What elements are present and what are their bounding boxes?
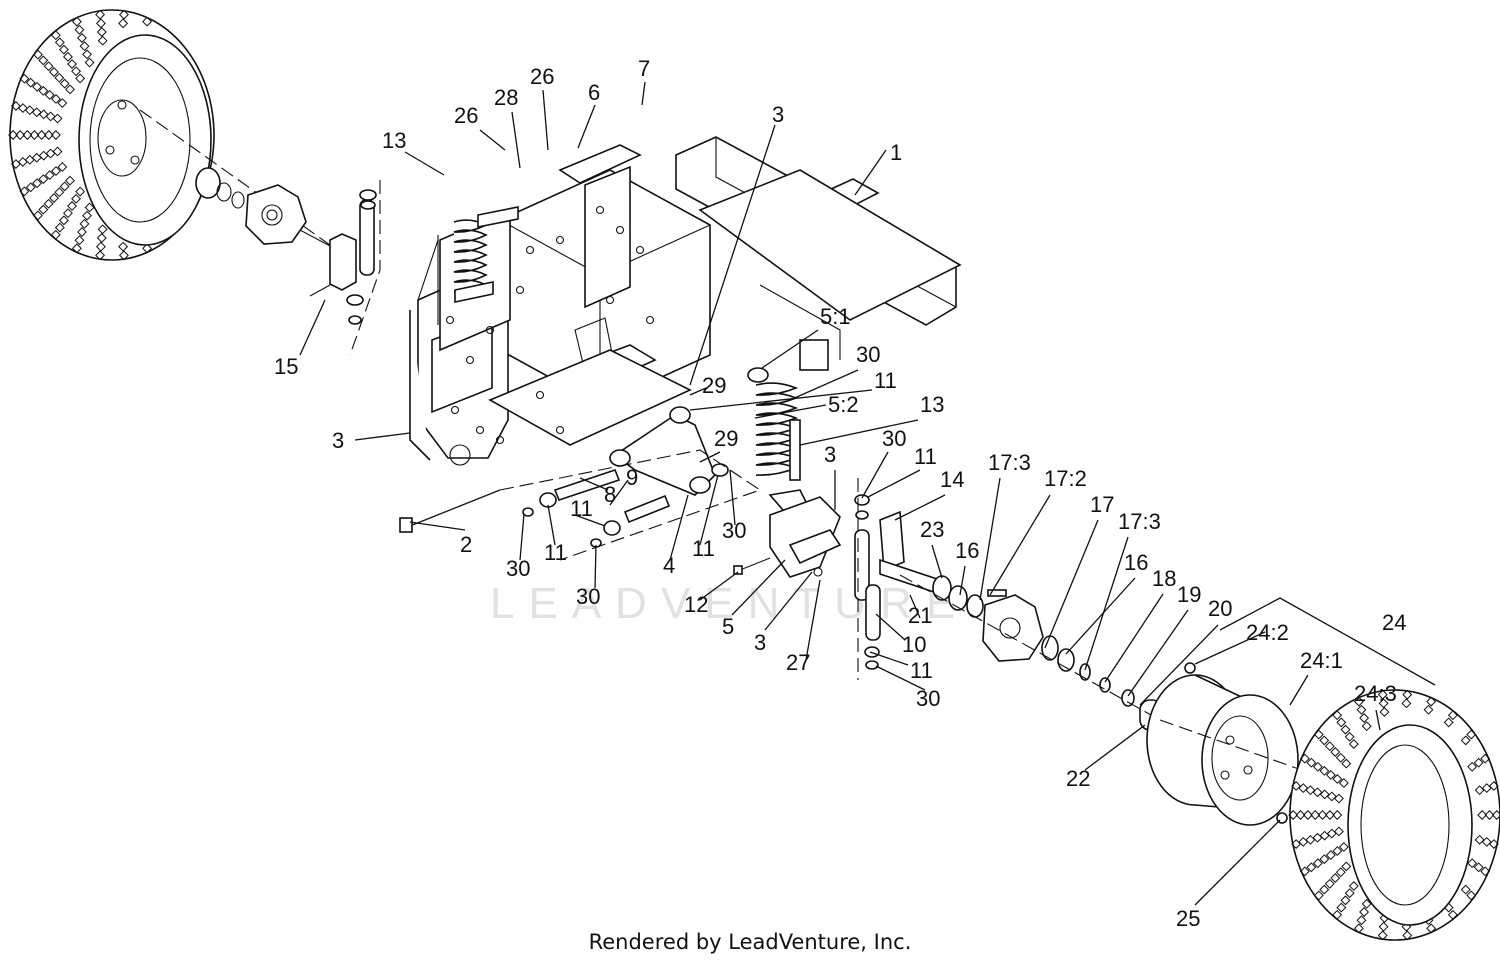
callout-5-1: 5:1 (820, 304, 851, 329)
callout-26: 26 (454, 103, 478, 128)
callout-27: 27 (786, 650, 810, 675)
left-tire (8, 9, 215, 261)
callout-13: 13 (382, 128, 406, 153)
callout-3: 3 (754, 630, 766, 655)
callout-3: 3 (824, 442, 836, 467)
callout-18: 18 (1152, 566, 1176, 591)
rendered-by-credit: Rendered by LeadVenture, Inc. (588, 930, 912, 954)
callout-24-2: 24:2 (1246, 620, 1289, 645)
callout-6: 6 (588, 80, 600, 105)
callout-24-3: 24:3 (1354, 681, 1397, 706)
callout-8: 8 (604, 482, 616, 507)
callout-28: 28 (494, 85, 518, 110)
right-knuckle (733, 478, 941, 680)
callout-13: 13 (920, 392, 944, 417)
callout-30: 30 (722, 518, 746, 543)
callout-2: 2 (460, 532, 472, 557)
callout-30: 30 (856, 342, 880, 367)
callout-17: 17 (1090, 492, 1114, 517)
callout-24-1: 24:1 (1300, 648, 1343, 673)
callout-26: 26 (530, 64, 554, 89)
kit-bracket-24 (1219, 597, 1436, 686)
left-spring (453, 206, 519, 303)
leader-lines (299, 81, 1381, 906)
callout-11: 11 (914, 444, 937, 469)
callouts: 1 2 3 3 3 3 4 5 5:1 5:2 6 7 8 9 10 11 11… (274, 56, 1406, 931)
callout-17-3: 17:3 (1118, 509, 1161, 534)
callout-7: 7 (638, 56, 650, 81)
callout-30: 30 (882, 426, 906, 451)
callout-23: 23 (920, 517, 944, 542)
callout-29: 29 (702, 373, 726, 398)
callout-30: 30 (506, 556, 530, 581)
callout-24: 24 (1382, 610, 1406, 635)
right-tire (1288, 689, 1500, 941)
callout-17-3: 17:3 (988, 450, 1031, 475)
callout-3: 3 (332, 428, 344, 453)
callout-25: 25 (1176, 906, 1200, 931)
callout-16: 16 (955, 538, 979, 563)
callout-15: 15 (274, 354, 298, 379)
callout-5: 5 (722, 614, 734, 639)
callout-5-2: 5:2 (828, 392, 859, 417)
callout-16: 16 (1124, 550, 1148, 575)
callout-11: 11 (692, 536, 715, 561)
right-shock-spring (747, 367, 812, 519)
main-frame (409, 136, 962, 466)
callout-19: 19 (1177, 582, 1201, 607)
callout-17-2: 17:2 (1044, 466, 1087, 491)
callout-10: 10 (902, 632, 926, 657)
callout-4: 4 (663, 553, 675, 578)
callout-14: 14 (940, 467, 964, 492)
callout-11: 11 (570, 496, 593, 521)
callout-1: 1 (890, 140, 902, 165)
callout-12: 12 (684, 592, 708, 617)
callout-3: 3 (772, 102, 784, 127)
callout-11: 11 (910, 658, 933, 683)
callout-29: 29 (714, 426, 738, 451)
callout-11: 11 (874, 368, 897, 393)
callout-30: 30 (916, 686, 940, 711)
callout-11: 11 (544, 540, 567, 565)
callout-30: 30 (576, 584, 600, 609)
callout-22: 22 (1066, 766, 1090, 791)
right-rim (1146, 662, 1331, 826)
callout-20: 20 (1208, 596, 1232, 621)
callout-21: 21 (908, 603, 932, 628)
callout-9: 9 (626, 465, 638, 490)
left-hub-assembly (139, 109, 381, 356)
